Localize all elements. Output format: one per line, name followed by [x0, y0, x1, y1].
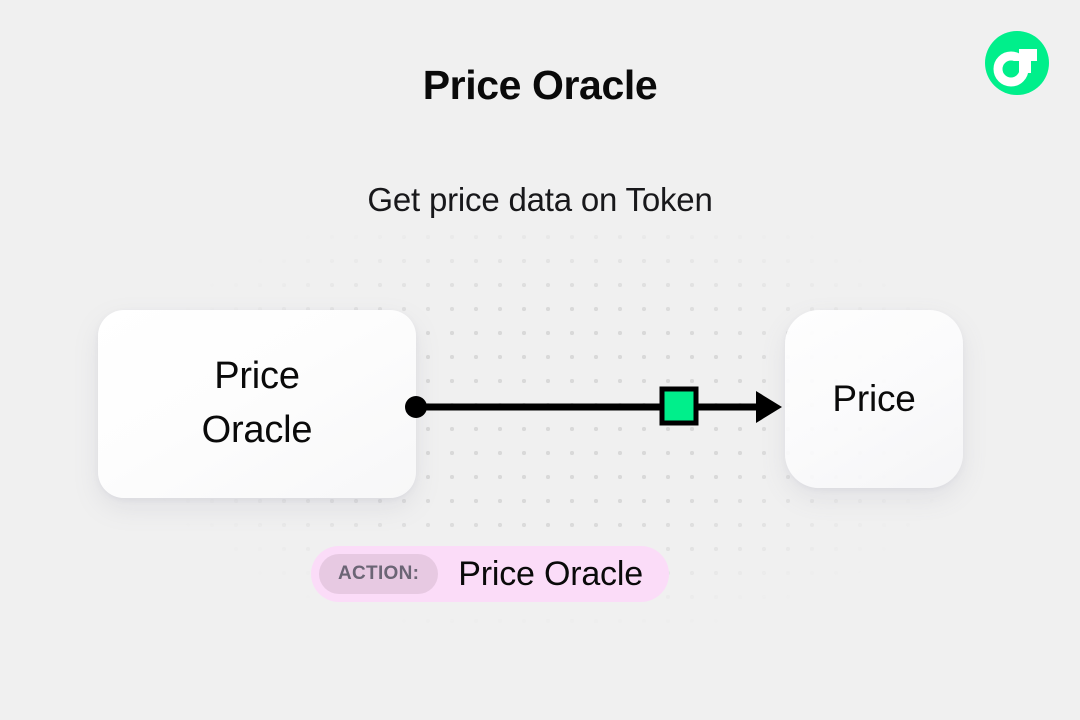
action-value: Price Oracle: [458, 554, 643, 593]
node-price[interactable]: Price: [785, 310, 963, 488]
page-title: Price Oracle: [422, 62, 658, 108]
action-chip-label: ACTION:: [319, 554, 439, 594]
node-price-label: Price: [832, 378, 916, 419]
connector-edge[interactable]: [400, 378, 800, 436]
node-price-oracle-line2: Oracle: [201, 409, 313, 451]
page-subtitle: Get price data on Token: [367, 181, 713, 218]
action-badge[interactable]: ACTION: Price Oracle: [311, 546, 669, 602]
flow-logo-icon: [985, 31, 1049, 95]
node-price-oracle[interactable]: Price Oracle: [98, 310, 416, 498]
arrow-head-icon: [756, 391, 782, 423]
connector-square-icon: [659, 386, 699, 426]
node-price-oracle-line1: Price: [214, 355, 300, 398]
node-price-oracle-label: Price Oracle: [202, 350, 313, 458]
